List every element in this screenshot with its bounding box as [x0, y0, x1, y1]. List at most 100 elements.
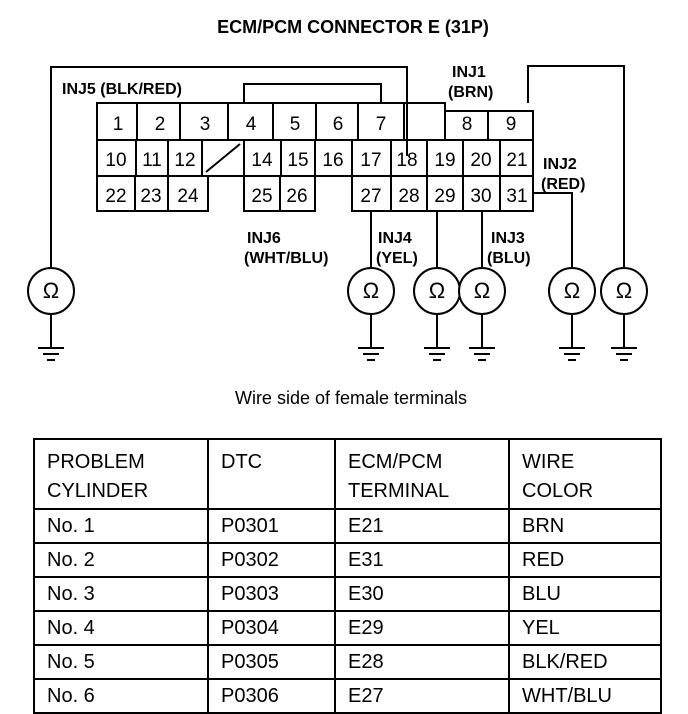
- table-row: No. 2 P0302 E31 RED: [33, 542, 662, 578]
- ohmmeter-inj4: Ω: [413, 267, 461, 361]
- cell-cylinder: No. 5: [33, 644, 209, 680]
- cell-terminal: E28: [334, 644, 510, 680]
- cell-terminal: E31: [334, 542, 510, 578]
- label-inj5: INJ5 (BLK/RED): [62, 81, 182, 98]
- pin-25: 25: [251, 186, 272, 207]
- pin-24: 24: [177, 186, 199, 207]
- pin-31: 31: [506, 186, 527, 207]
- pin-15: 15: [287, 150, 308, 171]
- ground-icon: [424, 347, 450, 361]
- cell-cylinder: No. 6: [33, 678, 209, 714]
- label-inj1-wire: (BRN): [448, 84, 493, 101]
- probe-wires: [50, 65, 625, 268]
- cell-dtc: P0303: [207, 576, 336, 612]
- pin-29: 29: [434, 186, 455, 207]
- pin-23: 23: [140, 186, 161, 207]
- cell-dtc: P0301: [207, 508, 336, 544]
- label-inj1-name: INJ1: [452, 64, 486, 81]
- table-row: No. 1 P0301 E21 BRN: [33, 508, 662, 544]
- ohmmeter-inj2: Ω: [548, 267, 596, 361]
- table-row: No. 6 P0306 E27 WHT/BLU: [33, 678, 662, 714]
- pin-12: 12: [174, 150, 195, 171]
- cell-wire-color: WHT/BLU: [508, 678, 662, 714]
- pin-8: 8: [462, 114, 473, 135]
- cell-cylinder: No. 2: [33, 542, 209, 578]
- ohm-symbol: Ω: [429, 278, 445, 303]
- pin-21: 21: [506, 150, 527, 171]
- ohm-symbol: Ω: [474, 278, 490, 303]
- ohm-symbol: Ω: [564, 278, 580, 303]
- pin-22: 22: [105, 186, 126, 207]
- ohmmeter-inj1: Ω: [600, 267, 648, 361]
- pin-7: 7: [376, 114, 387, 135]
- pin-1: 1: [113, 114, 124, 135]
- pin-27: 27: [360, 186, 381, 207]
- diagram-title: ECM/PCM CONNECTOR E (31P): [217, 17, 489, 37]
- cell-cylinder: No. 4: [33, 610, 209, 646]
- pin-20: 20: [470, 150, 491, 171]
- ohmmeter-inj6: Ω: [347, 267, 395, 361]
- pin-19: 19: [434, 150, 455, 171]
- ohm-symbol: Ω: [616, 278, 632, 303]
- wire-inj5: [50, 66, 408, 268]
- cell-dtc: P0304: [207, 610, 336, 646]
- injector-labels: INJ5 (BLK/RED) INJ1 (BRN) INJ2 (RED) INJ…: [60, 64, 585, 267]
- label-inj3-wire: (BLU): [487, 250, 531, 267]
- label-inj4-wire: (YEL): [376, 250, 418, 267]
- diagram-caption: Wire side of female terminals: [235, 388, 467, 408]
- connector-row-3: [96, 175, 534, 212]
- pin-2: 2: [155, 114, 166, 135]
- ground-icon: [469, 347, 495, 361]
- cell-wire-color: RED: [508, 542, 662, 578]
- cell-cylinder: No. 3: [33, 576, 209, 612]
- header-problem-cylinder: PROBLEM CYLINDER: [33, 438, 209, 510]
- header-ecm-terminal: ECM/PCM TERMINAL: [334, 438, 510, 510]
- cell-terminal: E29: [334, 610, 510, 646]
- ohmmeter-inj3: Ω: [458, 267, 506, 361]
- label-inj6-wire: (WHT/BLU): [244, 250, 328, 267]
- ground-icon: [559, 347, 585, 361]
- table-row: No. 4 P0304 E29 YEL: [33, 610, 662, 646]
- pin-18: 18: [396, 150, 417, 171]
- label-inj2-wire: (RED): [541, 176, 585, 193]
- connector-diagram: ECM/PCM CONNECTOR E (31P): [27, 17, 648, 408]
- cell-terminal: E21: [334, 508, 510, 544]
- cell-terminal: E27: [334, 678, 510, 714]
- ground-icon: [38, 347, 64, 361]
- cylinder-table-container: PROBLEM CYLINDER DTC ECM/PCM TERMINAL WI…: [33, 438, 662, 714]
- table-header-row: PROBLEM CYLINDER DTC ECM/PCM TERMINAL WI…: [33, 438, 662, 510]
- connector-row-2: [96, 139, 534, 177]
- cell-wire-color: BLK/RED: [508, 644, 662, 680]
- wire-bracket-4-7: [243, 83, 382, 103]
- cell-dtc: P0305: [207, 644, 336, 680]
- ohmmeter-inj5: Ω: [27, 267, 75, 361]
- wire-inj2: [533, 192, 573, 268]
- cell-dtc: P0306: [207, 678, 336, 714]
- cell-dtc: P0302: [207, 542, 336, 578]
- label-inj3-name: INJ3: [491, 230, 525, 247]
- pin-30: 30: [470, 186, 491, 207]
- wire-inj1: [527, 65, 625, 268]
- header-dtc: DTC: [207, 438, 336, 510]
- cell-cylinder: No. 1: [33, 508, 209, 544]
- cell-wire-color: BRN: [508, 508, 662, 544]
- pin-6: 6: [333, 114, 344, 135]
- pin-4: 4: [246, 114, 257, 135]
- pin-28: 28: [398, 186, 419, 207]
- pin-16: 16: [322, 150, 343, 171]
- label-inj2-name: INJ2: [543, 156, 577, 173]
- pin-11: 11: [142, 150, 162, 171]
- pin-labels: 1 2 3 4 5 6 7 8 9 10 11 12 14 15 16 17 1…: [105, 114, 527, 207]
- ohm-symbol: Ω: [43, 278, 59, 303]
- table-row: No. 3 P0303 E30 BLU: [33, 576, 662, 612]
- label-inj4-name: INJ4: [378, 230, 412, 247]
- pin-3: 3: [200, 114, 211, 135]
- cell-terminal: E30: [334, 576, 510, 612]
- ohm-symbol: Ω: [363, 278, 379, 303]
- pin-9: 9: [506, 114, 517, 135]
- blocked-cavity-slash: [205, 143, 241, 173]
- pin-26: 26: [286, 186, 307, 207]
- label-inj6-name: INJ6: [247, 230, 281, 247]
- pin-10: 10: [105, 150, 126, 171]
- cell-wire-color: BLU: [508, 576, 662, 612]
